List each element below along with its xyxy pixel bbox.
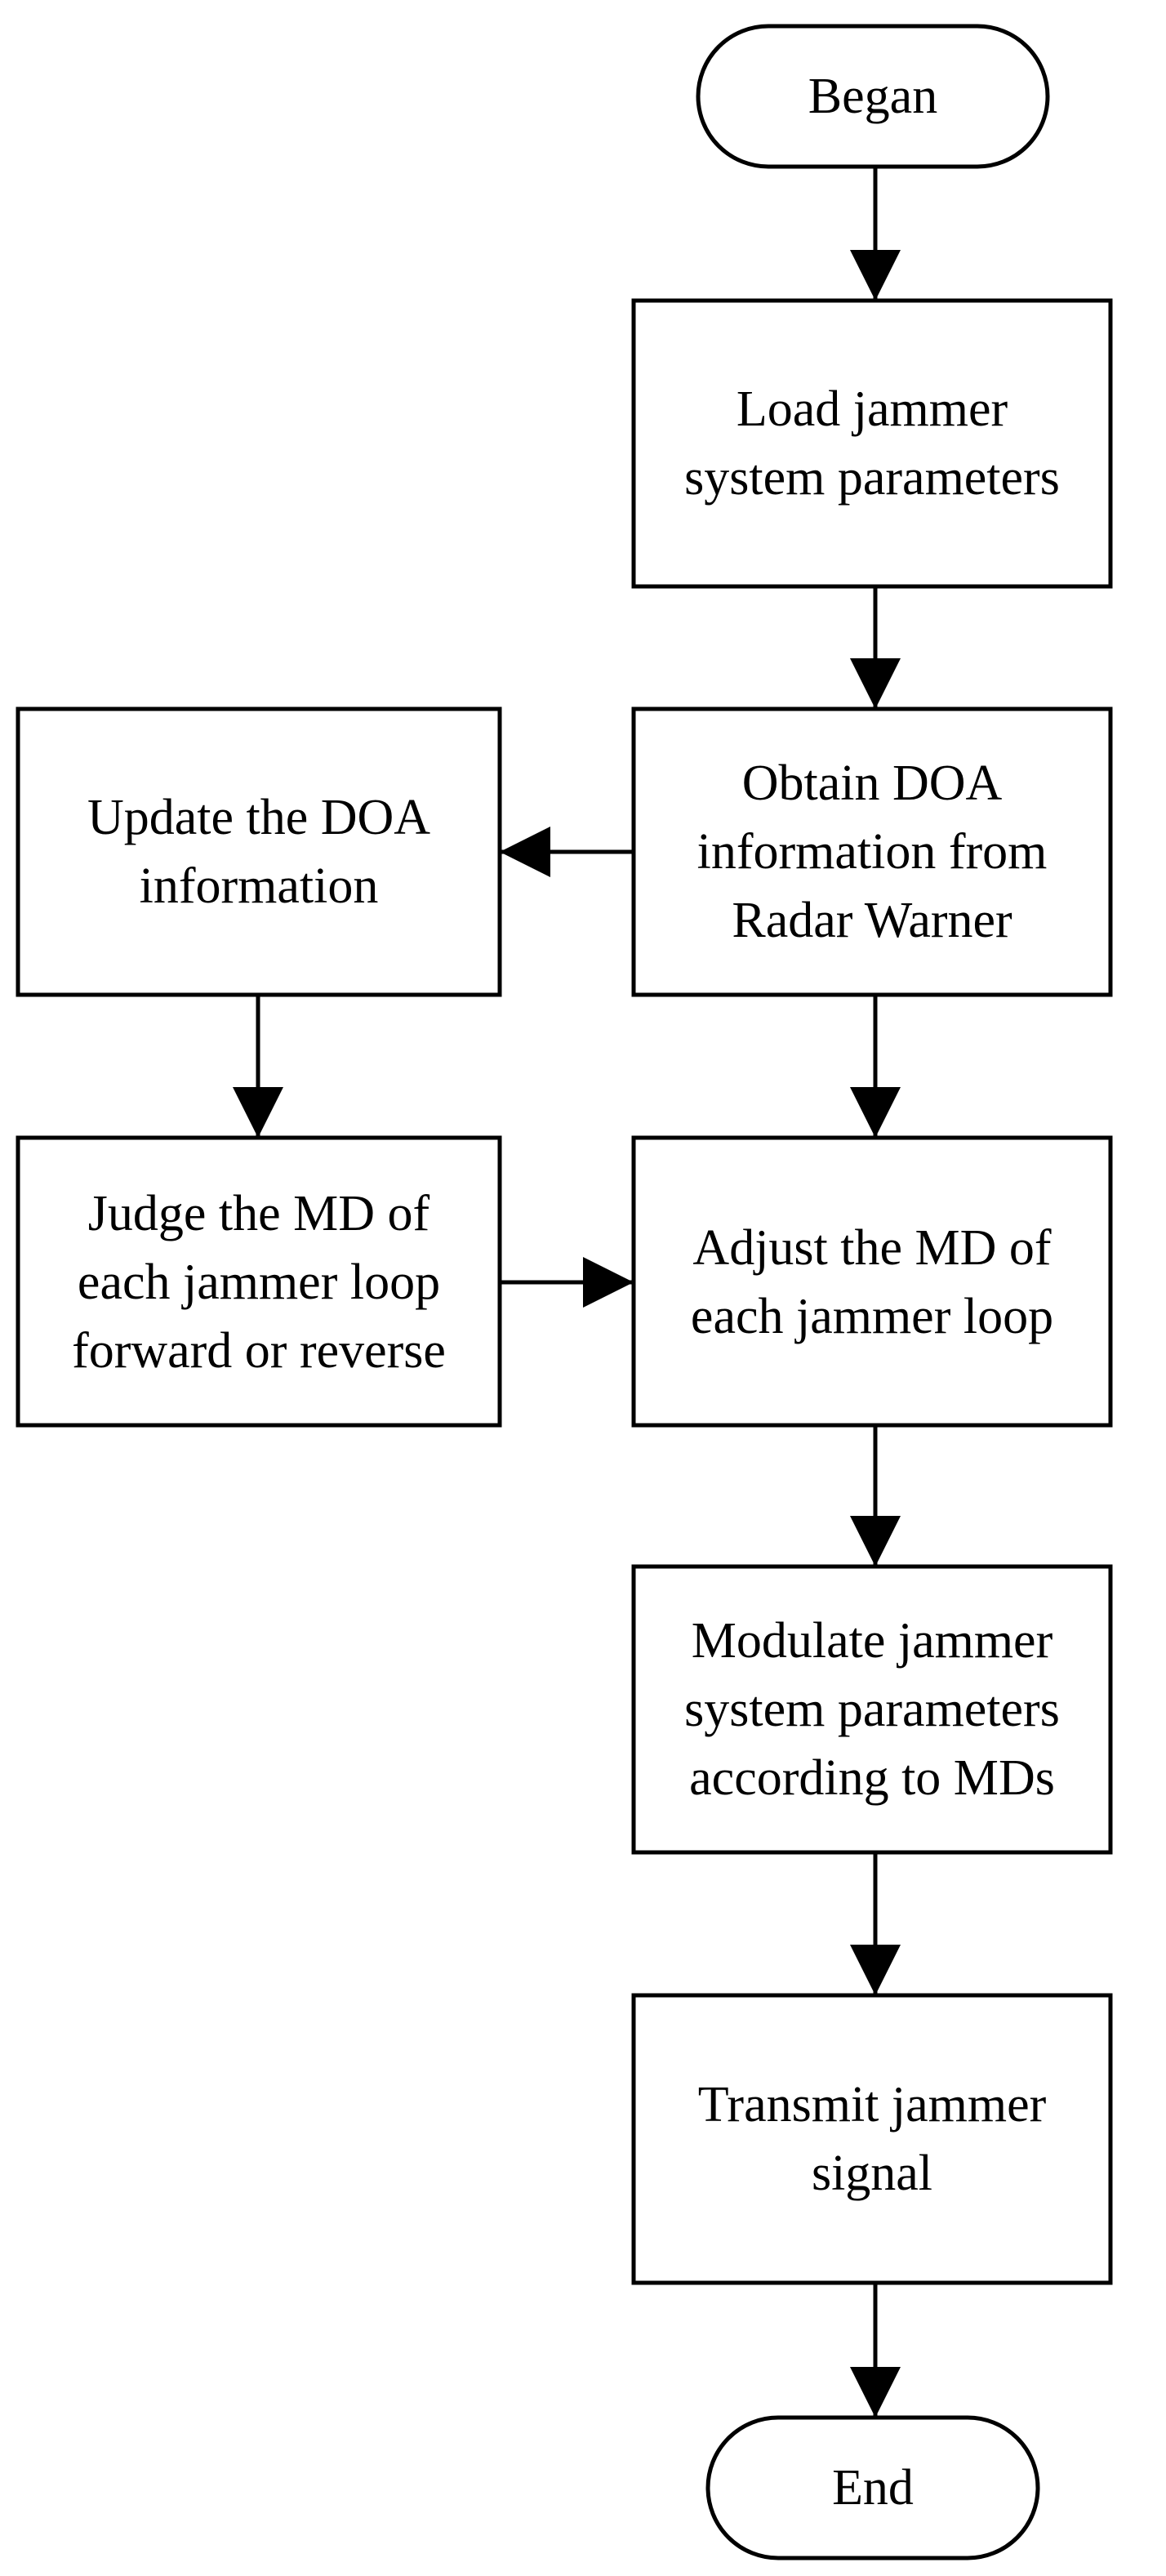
process-box xyxy=(631,1993,1113,2285)
node-label-line: Transmit jammer xyxy=(698,2077,1047,2133)
node-start: Began xyxy=(696,24,1050,169)
node-label-line: Load jammer xyxy=(737,381,1008,437)
node-label: Began xyxy=(808,69,937,124)
node-label: Transmit jammer signal xyxy=(698,2077,1047,2201)
node-label-line: Modulate jammer xyxy=(692,1613,1053,1669)
node-end: End xyxy=(705,2415,1040,2560)
process-box xyxy=(631,298,1113,589)
node-label-line: information xyxy=(140,858,379,914)
node-load: Load jammer system parameters xyxy=(631,298,1113,589)
node-label: Load jammer system parameters xyxy=(684,381,1060,506)
node-label-line: Update the DOA xyxy=(87,790,430,845)
process-box xyxy=(631,1135,1113,1428)
node-label-line: system parameters xyxy=(684,1682,1060,1737)
terminal-shape xyxy=(696,24,1050,169)
node-label: Judge the MD of each jammer loop forward o… xyxy=(72,1186,446,1379)
node-label-line: system parameters xyxy=(684,450,1060,506)
node-label-line: according to MDs xyxy=(689,1750,1055,1806)
node-transmit: Transmit jammer signal xyxy=(631,1993,1113,2285)
node-label-line: Obtain DOA xyxy=(742,755,1003,811)
connectors xyxy=(233,167,901,2418)
node-label-line: each jammer loop xyxy=(691,1289,1053,1344)
node-adjust: Adjust the MD of each jammer loop xyxy=(631,1135,1113,1428)
node-label-line: End xyxy=(832,2460,914,2516)
node-modulate: Modulate jammer system parameters accordin… xyxy=(631,1564,1113,1855)
terminal-shape xyxy=(705,2415,1040,2560)
node-label-line: each jammer loop xyxy=(78,1255,440,1310)
node-label-line: signal xyxy=(812,2146,932,2201)
node-judge: Judge the MD of each jammer loop forward o… xyxy=(16,1135,502,1428)
node-label-line: Began xyxy=(808,69,937,124)
node-label: Modulate jammer system parameters accordin… xyxy=(684,1613,1060,1806)
node-label-line: Radar Warner xyxy=(732,893,1012,948)
node-label-line: information from xyxy=(697,824,1048,880)
node-label-line: forward or reverse xyxy=(72,1323,446,1379)
node-label-line: Judge the MD of xyxy=(88,1186,430,1241)
process-box xyxy=(631,706,1113,997)
process-box xyxy=(16,1135,502,1428)
node-label: Update the DOA information xyxy=(87,790,430,914)
node-label: Adjust the MD of each jammer loop xyxy=(691,1220,1053,1344)
process-box xyxy=(16,706,502,997)
process-box xyxy=(631,1564,1113,1855)
node-update: Update the DOA information xyxy=(16,706,502,997)
node-label: End xyxy=(832,2460,914,2516)
node-label-line: Adjust the MD of xyxy=(692,1220,1052,1276)
